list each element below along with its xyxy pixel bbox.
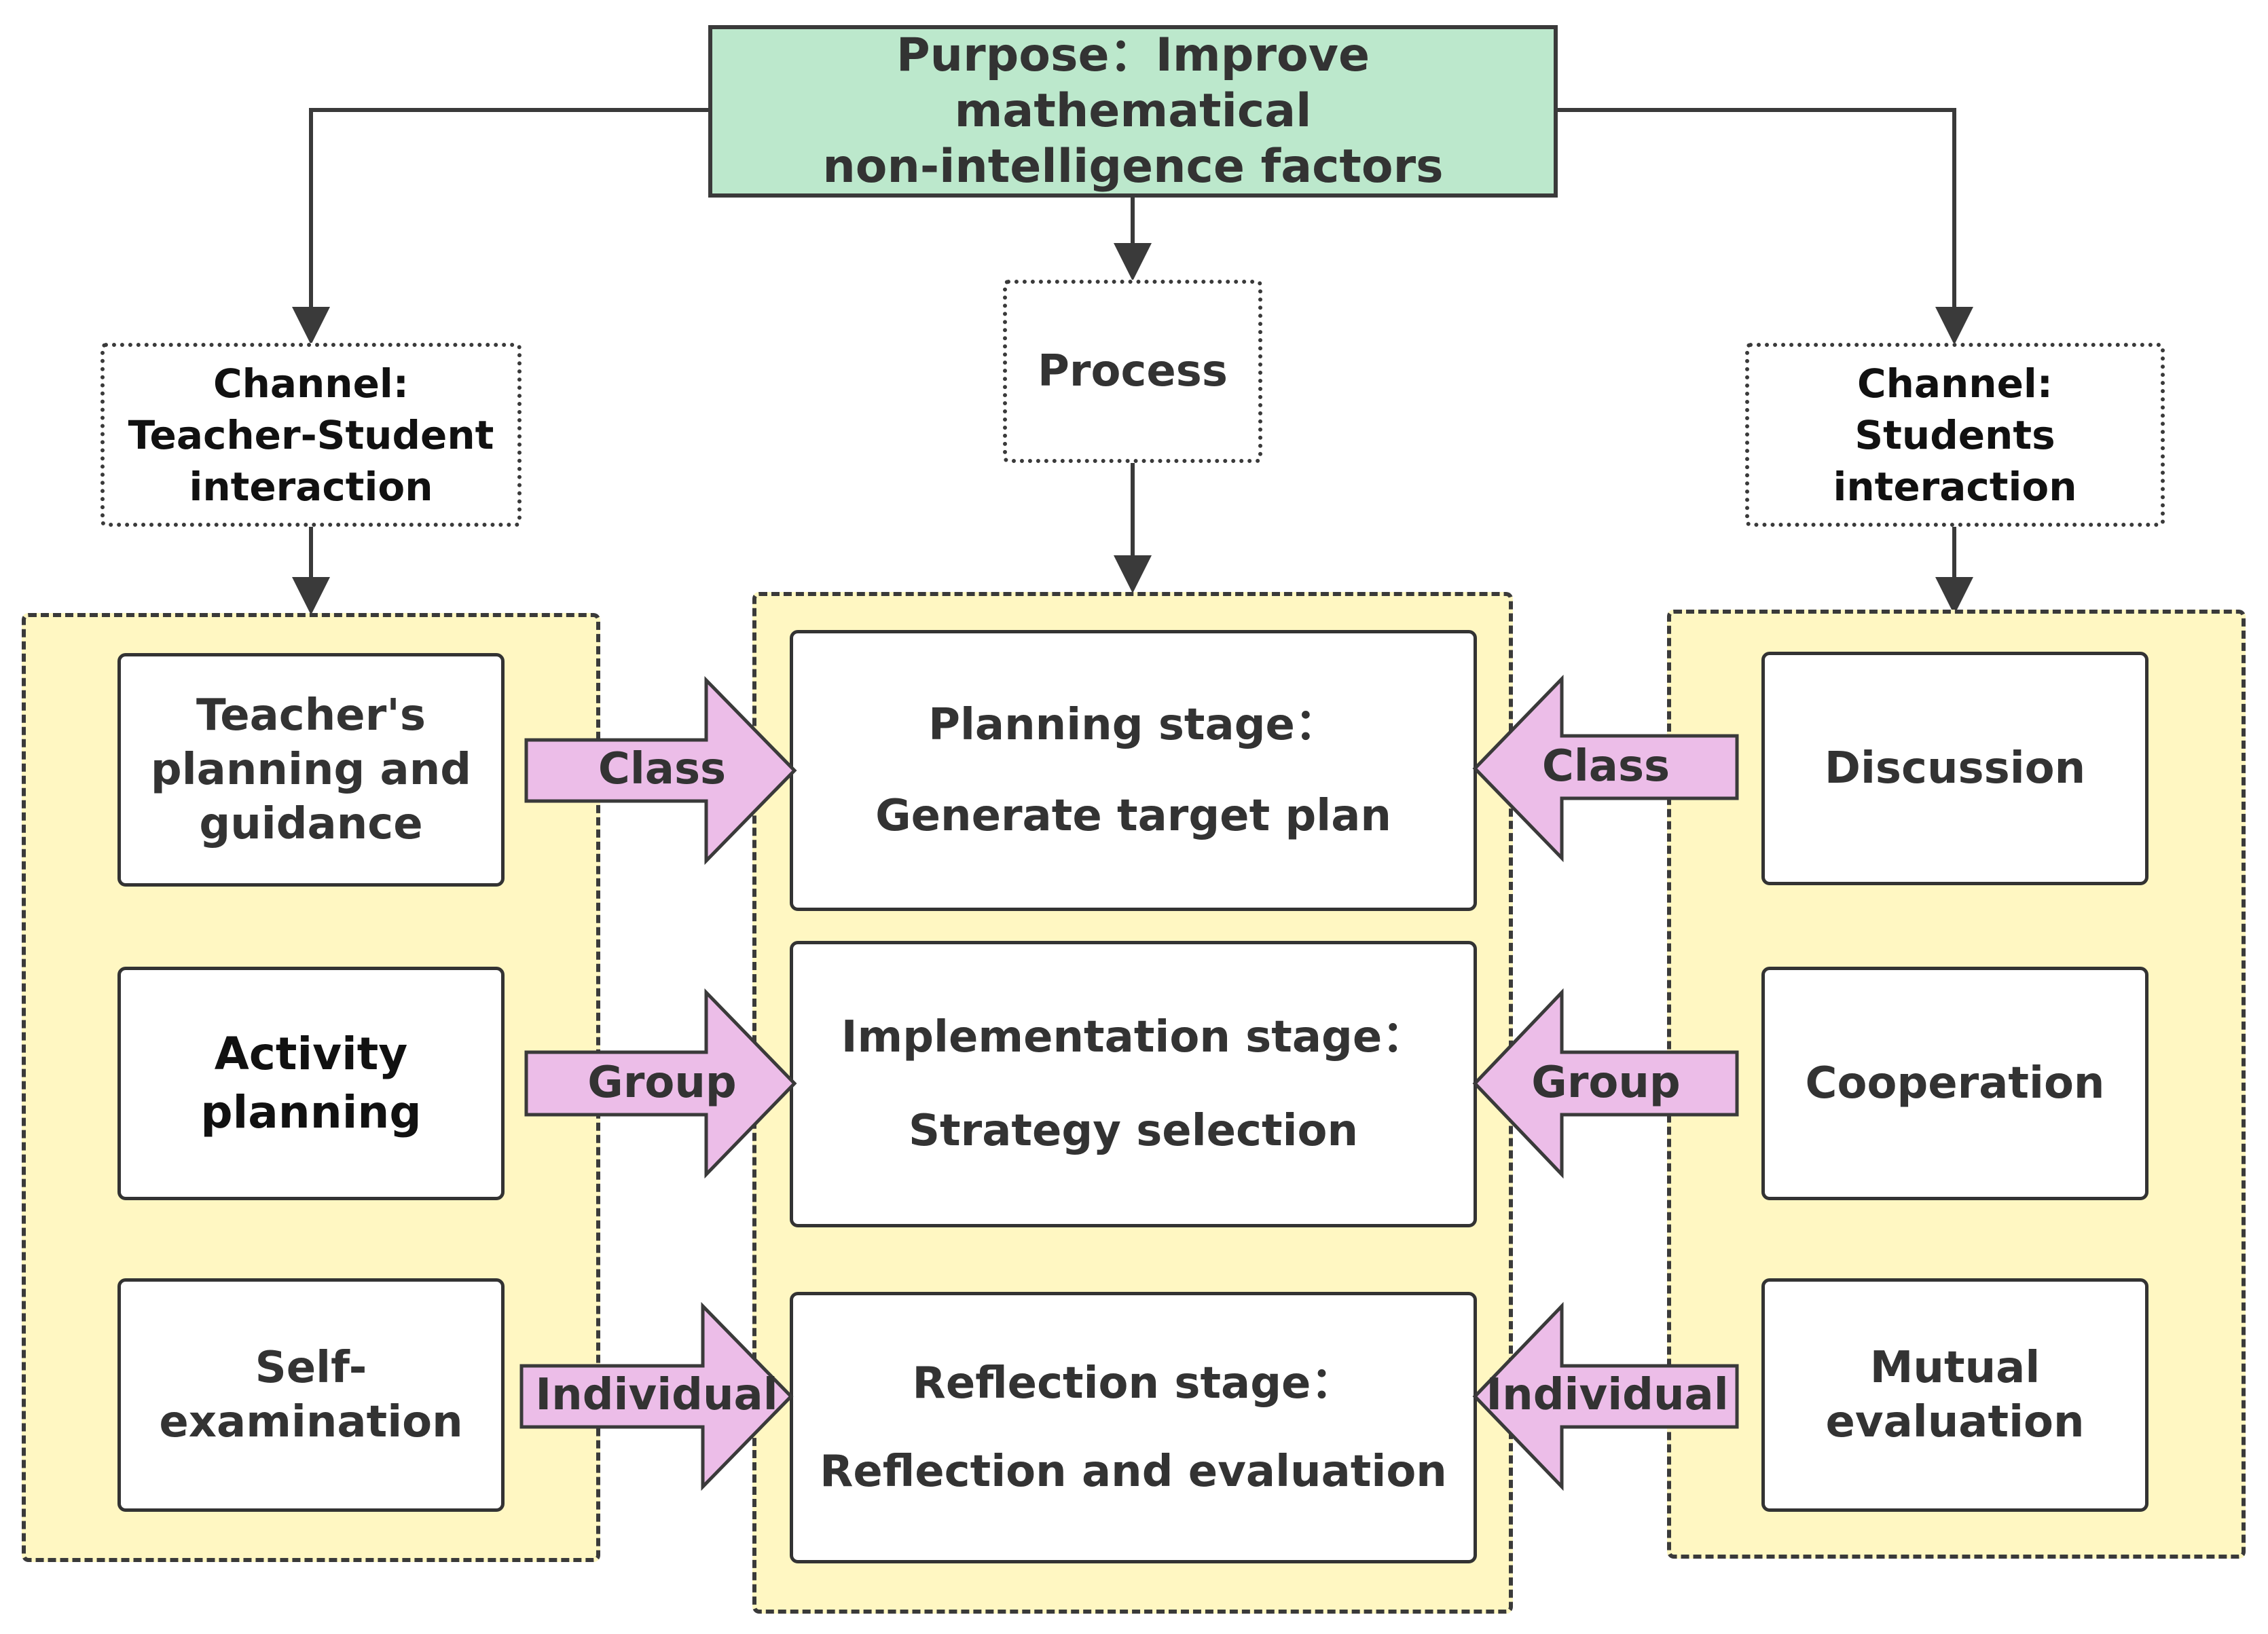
left-channel-line-2: Teacher-Student	[128, 411, 494, 458]
arrow-right-group	[1472, 988, 1739, 1179]
purpose-line-1: Purpose：Improve mathematical	[896, 29, 1370, 138]
process-box: Process	[1003, 280, 1262, 463]
process-label: Process	[1038, 346, 1228, 396]
left-item-1-line-3: guidance	[199, 799, 423, 849]
stage-3-title: Reflection stage：	[912, 1358, 1355, 1409]
connector-purpose-left	[309, 108, 710, 309]
arrow-right-group-label: Group	[1531, 1058, 1681, 1108]
left-item-2-line-1: Activity	[214, 1028, 408, 1080]
stage-1-title: Planning stage：	[928, 699, 1338, 750]
stage-1-detail: Generate target plan	[875, 791, 1391, 842]
right-item-cooperation: Cooperation	[1761, 967, 2148, 1200]
left-channel-box: Channel: Teacher-Student interaction	[100, 343, 522, 527]
stage-2-title: Implementation stage：	[841, 1012, 1426, 1063]
right-item-mutual-evaluation: Mutual evaluation	[1761, 1278, 2148, 1512]
left-item-3-line-1: Self-	[255, 1343, 367, 1393]
left-item-self-examination: Self- examination	[117, 1278, 505, 1512]
left-item-2-line-2: planning	[200, 1086, 422, 1138]
arrow-right-individual	[1472, 1301, 1739, 1491]
stage-implementation: Implementation stage： Strategy selection	[790, 941, 1477, 1227]
right-item-3-line-2: evaluation	[1825, 1397, 2085, 1447]
stage-reflection: Reflection stage： Reflection and evaluat…	[790, 1292, 1477, 1563]
left-item-1-line-1: Teacher's	[196, 690, 426, 741]
left-item-1-line-2: planning and	[150, 745, 472, 795]
right-item-discussion: Discussion	[1761, 652, 2148, 885]
arrow-left-group	[524, 988, 797, 1179]
right-channel-line-1: Channel:	[1857, 360, 2053, 407]
arrow-right-class	[1472, 674, 1739, 863]
left-channel-line-1: Channel:	[213, 360, 409, 407]
arrow-right-individual-label: Individual	[1486, 1370, 1729, 1420]
arrow-left-individual-label: Individual	[535, 1370, 778, 1420]
left-item-activity-planning: Activity planning	[117, 967, 505, 1200]
stage-2-detail: Strategy selection	[908, 1105, 1359, 1156]
purpose-box: Purpose：Improve mathematical non-intelli…	[708, 25, 1558, 198]
arrow-left-class-label: Class	[598, 744, 727, 794]
arrow-left-individual	[519, 1301, 794, 1491]
left-item-3-line-2: examination	[159, 1397, 463, 1447]
right-channel-box: Channel: Students interaction	[1745, 343, 2165, 527]
left-channel-line-3: interaction	[189, 463, 433, 510]
stage-3-detail: Reflection and evaluation	[820, 1447, 1447, 1497]
arrow-left-group-label: Group	[587, 1058, 737, 1108]
right-channel-line-3: interaction	[1833, 463, 2077, 510]
arrow-left-class	[524, 675, 797, 866]
arrow-right-class-label: Class	[1541, 741, 1670, 792]
right-item-1-line-1: Discussion	[1824, 743, 2086, 794]
left-item-teacher-planning: Teacher's planning and guidance	[117, 653, 505, 887]
right-channel-line-2: Students	[1854, 411, 2055, 458]
right-item-3-line-1: Mutual	[1869, 1343, 2041, 1393]
purpose-line-2: non-intelligence factors	[822, 140, 1444, 193]
right-item-2-line-1: Cooperation	[1805, 1058, 2105, 1109]
connector-purpose-right	[1556, 108, 1956, 309]
stage-planning: Planning stage： Generate target plan	[790, 630, 1477, 911]
